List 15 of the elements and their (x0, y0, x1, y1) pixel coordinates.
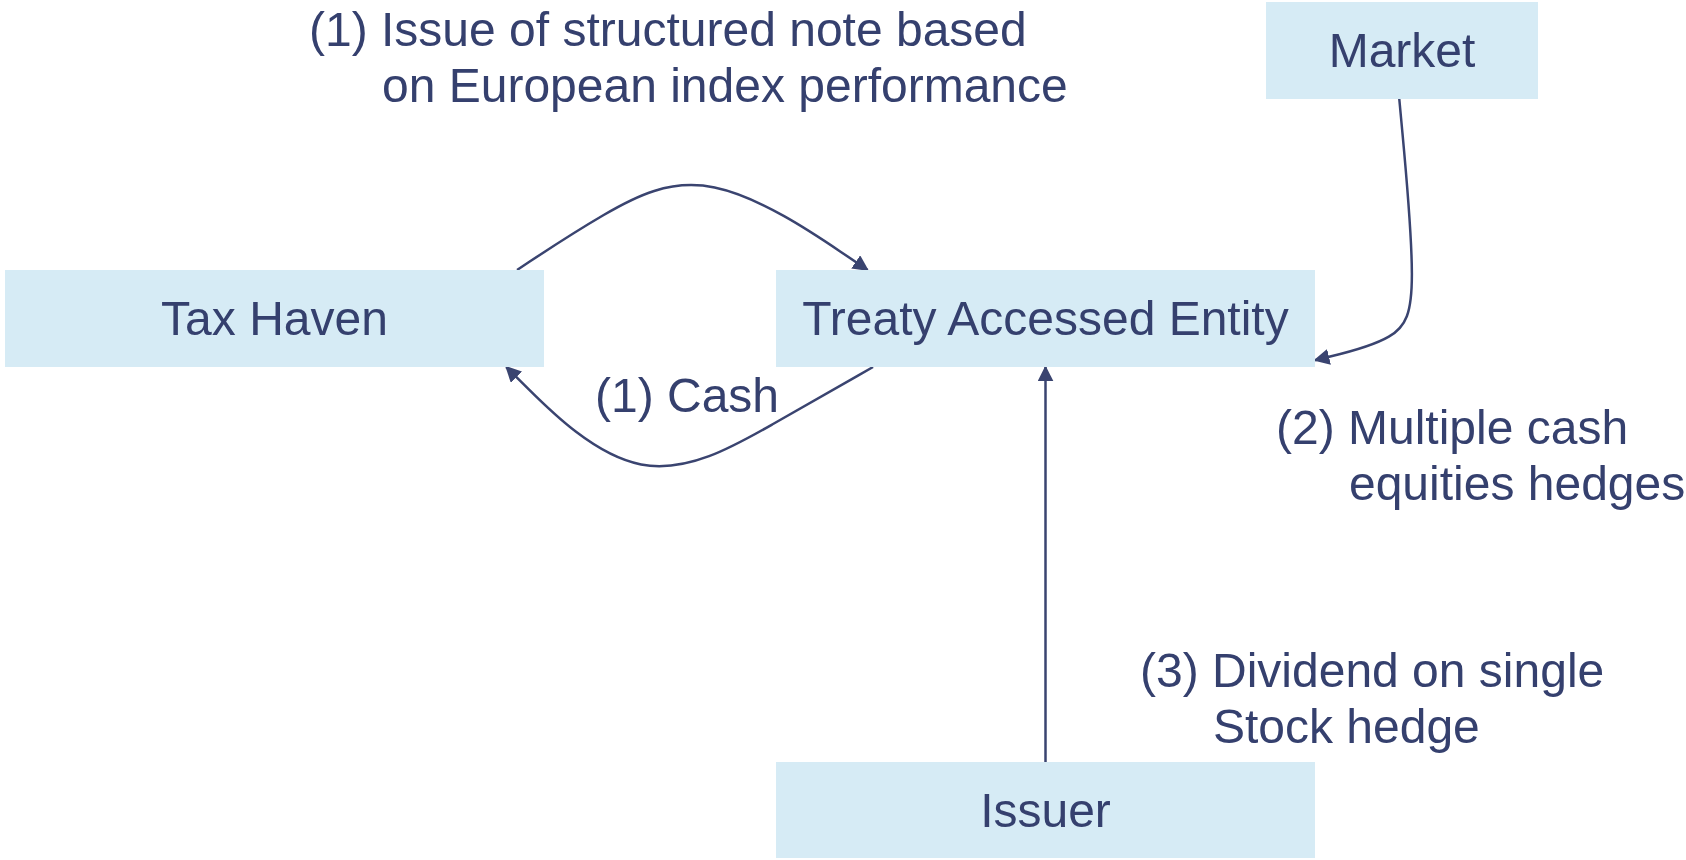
edge-label: (1) Issue of structured note based on European index performance (309, 2, 1069, 114)
arrow (1037, 365, 1054, 762)
edge-label: (1) Cash (595, 368, 781, 424)
arrow (516, 183, 869, 272)
entity-name: Tax Haven (161, 291, 388, 346)
entity-box (1266, 2, 1538, 99)
arrow (505, 365, 874, 468)
entity-box (776, 762, 1315, 858)
edge-label: (2) Multiple cash equities hedges (1276, 400, 1686, 512)
edge-label: (3) Dividend on single Stock hedge (1140, 643, 1606, 755)
entity-box (5, 270, 544, 367)
entity-name: Treaty Accessed Entity (802, 291, 1289, 346)
entity-name: Market (1328, 23, 1476, 78)
entity-name: Issuer (980, 782, 1111, 838)
entity-box (776, 270, 1315, 367)
